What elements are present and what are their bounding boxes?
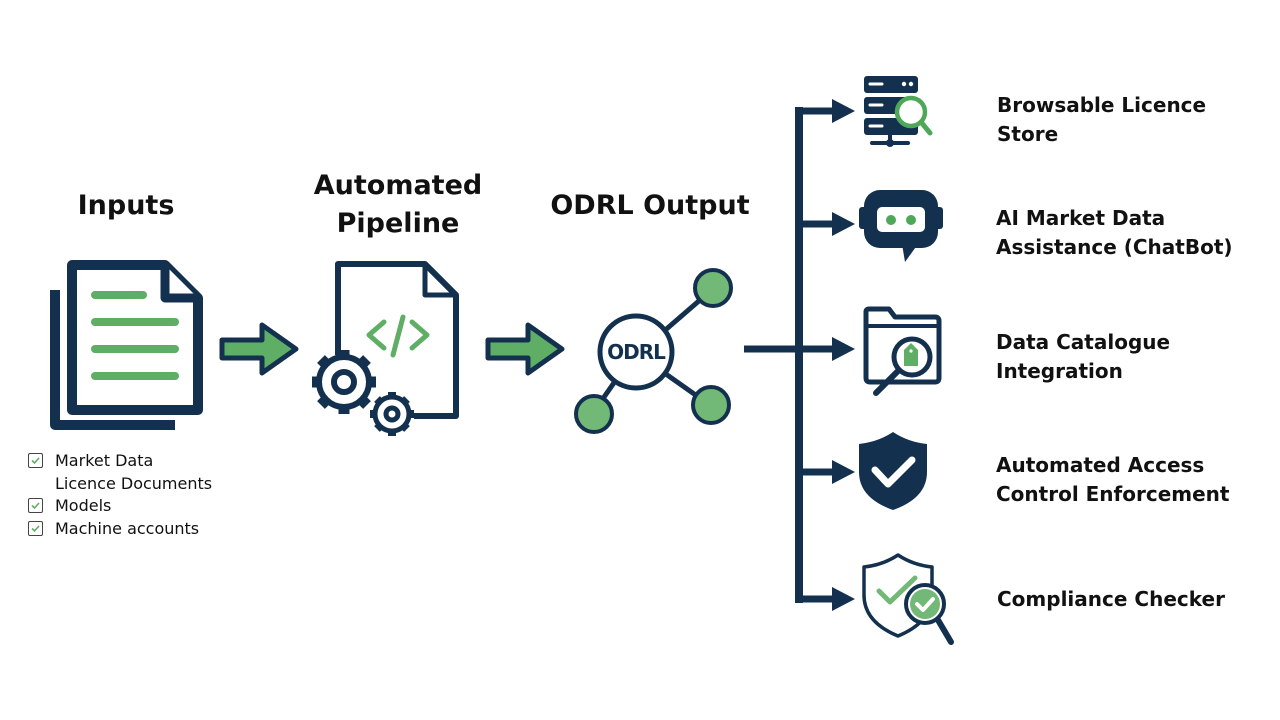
checkbox-checked-icon <box>28 453 43 468</box>
documents-icon <box>50 260 203 430</box>
stage-title-pipeline: Automated Pipeline <box>313 170 483 239</box>
gear-large-icon <box>312 350 376 414</box>
folder-tag-search-icon <box>863 306 942 396</box>
odrl-node-right <box>691 385 731 425</box>
odrl-node-left <box>574 394 614 434</box>
checklist-item: Machine accounts <box>28 518 212 541</box>
odrl-node-top <box>693 268 733 308</box>
inputs-checklist: Market Data Licence Documents Models Mac… <box>28 450 212 540</box>
odrl-node-label: ODRL <box>607 340 666 364</box>
output-label-compliance-checker: Compliance Checker <box>997 587 1225 611</box>
code-file-gears-icon <box>312 261 459 436</box>
checkbox-checked-icon <box>28 498 43 513</box>
shield-check-icon <box>859 432 927 510</box>
checklist-item-label: Market Data Licence Documents <box>55 451 213 493</box>
stage-title-inputs: Inputs <box>77 190 175 221</box>
branch-connector <box>744 99 855 611</box>
odrl-node-center <box>597 313 675 391</box>
shield-check-magnifier-icon <box>862 553 954 645</box>
output-label-data-catalogue: Data Catalogue Integration <box>996 330 1171 383</box>
code-brackets-icon <box>366 314 430 358</box>
output-label-access-control: Automated Access Control Enforcement <box>996 453 1230 506</box>
checklist-item: Market Data Licence Documents <box>28 450 212 495</box>
flow-arrow-1 <box>219 322 299 376</box>
server-search-icon <box>864 76 933 147</box>
output-label-licence-store: Browsable Licence Store <box>997 93 1207 146</box>
output-label-chatbot: AI Market Data Assistance (ChatBot) <box>996 206 1233 259</box>
checkbox-checked-icon <box>28 520 43 536</box>
checklist-item-label: Models <box>55 496 112 515</box>
gear-small-icon <box>370 392 414 436</box>
checklist-item: Models <box>28 495 212 518</box>
flow-arrow-2 <box>485 322 565 376</box>
odrl-network-icon <box>574 268 733 434</box>
checklist-item-label: Machine accounts <box>55 518 200 538</box>
chatbot-icon <box>859 190 943 262</box>
stage-title-odrl: ODRL Output <box>550 190 750 221</box>
